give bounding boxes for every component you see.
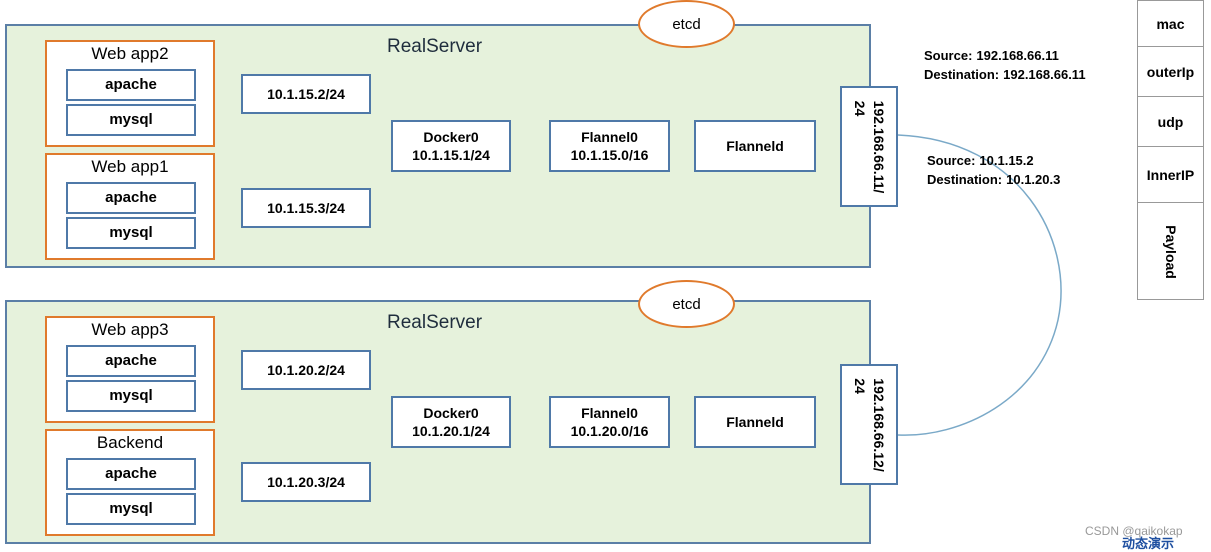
packet-payload-label: Payload: [1162, 225, 1179, 279]
inner-source-label: Source:: [927, 153, 976, 168]
tunnel-curve: [897, 134, 1062, 436]
docker0-bridge: Docker0 10.1.20.1/24: [391, 396, 511, 448]
docker0-ip: 10.1.20.1/24: [412, 423, 490, 439]
host-ip-line2: 24: [852, 100, 868, 116]
app-title: Web app3: [91, 320, 169, 339]
outer-source-value: 192.168.66.11: [976, 48, 1059, 63]
docker0-name: Docker0: [423, 129, 479, 145]
inner-header-annotation: Source:10.1.15.2 Destination:10.1.20.3: [927, 151, 1060, 189]
container-ip: 10.1.20.2/24: [241, 350, 371, 390]
flanneld-daemon: Flanneld: [694, 396, 816, 448]
app-title: Web app1: [91, 157, 169, 176]
host-ip-line1: 192.168.66.11/: [871, 100, 887, 193]
etcd-node: etcd: [638, 0, 735, 48]
web-app3-container: Web app3 apache mysql: [45, 316, 215, 423]
web-app1-container: Web app1 apache mysql: [45, 153, 215, 260]
server-title: RealServer: [387, 312, 483, 333]
app-title: Web app2: [91, 44, 169, 63]
packet-inner-ip: InnerIP: [1138, 147, 1203, 203]
inner-dest-label: Destination:: [927, 172, 1003, 187]
flannel0-name: Flannel0: [581, 405, 638, 421]
inner-source-value: 10.1.15.2: [979, 153, 1034, 168]
mysql-service: mysql: [66, 104, 196, 136]
inner-dest-value: 10.1.20.3: [1006, 172, 1061, 187]
host-ip-line2: 24: [852, 377, 868, 394]
container-ip: 10.1.20.3/24: [241, 462, 371, 502]
packet-outer-ip: outerIp: [1138, 47, 1203, 97]
flannel0-interface: Flannel0 10.1.15.0/16: [549, 120, 670, 172]
flannel0-ip: 10.1.20.0/16: [570, 423, 649, 439]
host-ip-line1: 192.168.66.12/: [871, 377, 887, 472]
apache-service: apache: [66, 69, 196, 101]
app-title: Backend: [96, 433, 164, 452]
web-app2-container: Web app2 apache mysql: [45, 40, 215, 147]
etcd-node: etcd: [638, 280, 735, 328]
outer-source-label: Source:: [924, 48, 973, 63]
packet-mac: mac: [1138, 1, 1203, 47]
backend-container: Backend apache mysql: [45, 429, 215, 536]
apache-service: apache: [66, 182, 196, 214]
demo-overlay-label: 动态演示: [1122, 536, 1175, 551]
mysql-service: mysql: [66, 380, 196, 412]
container-ip: 10.1.15.2/24: [241, 74, 371, 114]
outer-dest-label: Destination:: [924, 67, 1000, 82]
outer-header-annotation: Source:192.168.66.11 Destination:192.168…: [924, 46, 1086, 84]
flanneld-daemon: Flanneld: [694, 120, 816, 172]
mysql-service: mysql: [66, 217, 196, 249]
packet-payload: Payload: [1138, 203, 1203, 301]
container-ip: 10.1.15.3/24: [241, 188, 371, 228]
host-ip-box: 192.168.66.11/ 24: [840, 86, 898, 207]
server-title: RealServer: [387, 36, 483, 57]
outer-dest-value: 192.168.66.11: [1003, 67, 1086, 82]
flannel0-interface: Flannel0 10.1.20.0/16: [549, 396, 670, 448]
flannel0-name: Flannel0: [581, 129, 638, 145]
flannel0-ip: 10.1.15.0/16: [570, 147, 649, 163]
docker0-ip: 10.1.15.1/24: [412, 147, 490, 163]
docker0-bridge: Docker0 10.1.15.1/24: [391, 120, 511, 172]
watermark: CSDN @qaikokap: [1085, 524, 1183, 538]
host-ip-box: 192.168.66.12/ 24: [840, 364, 898, 485]
packet-structure: mac outerIp udp InnerIP Payload: [1137, 0, 1204, 300]
packet-udp: udp: [1138, 97, 1203, 147]
apache-service: apache: [66, 458, 196, 490]
mysql-service: mysql: [66, 493, 196, 525]
docker0-name: Docker0: [423, 405, 479, 421]
apache-service: apache: [66, 345, 196, 377]
